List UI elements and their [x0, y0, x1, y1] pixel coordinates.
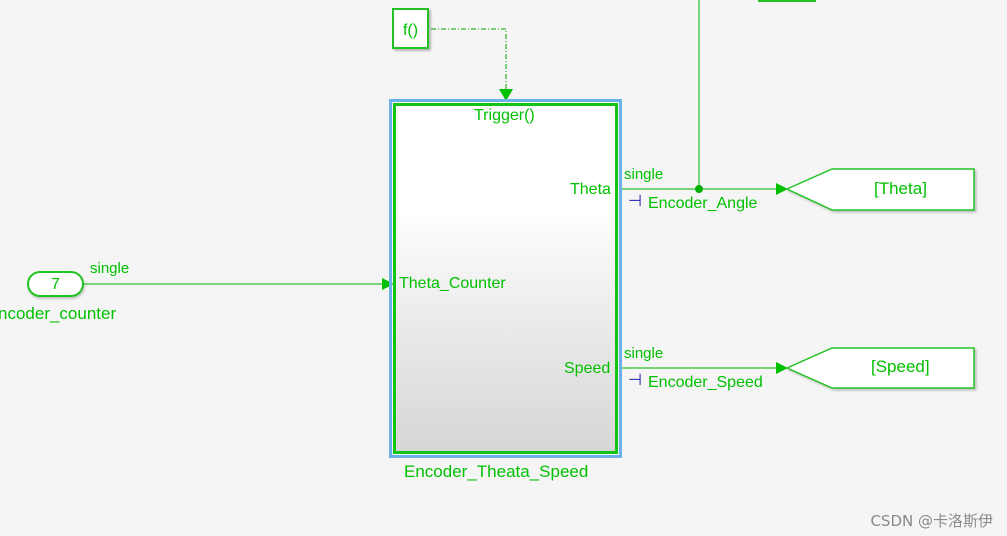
upper-block-partial[interactable]	[758, 0, 816, 2]
theta-signal-name[interactable]: Encoder_Angle	[648, 195, 758, 212]
inport-block[interactable]: 7	[27, 271, 84, 297]
goto-block-speed[interactable]	[785, 347, 975, 389]
subsystem-block[interactable]	[393, 103, 618, 454]
input-port-label: Theta_Counter	[399, 275, 506, 292]
goto-tag-speed: [Speed]	[871, 357, 930, 376]
subsystem-selection-outline	[389, 99, 622, 458]
inport-name[interactable]: ncoder_counter	[0, 304, 117, 323]
function-call-label: f()	[402, 22, 419, 39]
input-signal-type: single	[90, 260, 130, 277]
output-port-label-theta: Theta	[570, 181, 611, 198]
speed-signal-type: single	[624, 345, 664, 362]
watermark: CSDN @卡洛斯伊	[870, 512, 993, 530]
goto-tag-theta: [Theta]	[874, 179, 927, 198]
subsystem-name[interactable]: Encoder_Theata_Speed	[404, 462, 589, 481]
function-call-generator-block[interactable]: f()	[392, 8, 429, 49]
inport-number: 7	[51, 276, 60, 293]
function-call-line[interactable]	[431, 28, 507, 90]
goto-block-theta[interactable]	[785, 168, 975, 211]
speed-signal-name[interactable]: Encoder_Speed	[648, 374, 763, 391]
branch-point	[695, 185, 703, 193]
theta-signal-type: single	[624, 166, 664, 183]
bus-element-icon: ⊣	[628, 372, 642, 389]
trigger-arrow	[499, 89, 513, 101]
bus-element-icon: ⊣	[628, 193, 642, 210]
trigger-port-label: Trigger()	[474, 107, 535, 124]
output-port-label-speed: Speed	[564, 360, 611, 377]
